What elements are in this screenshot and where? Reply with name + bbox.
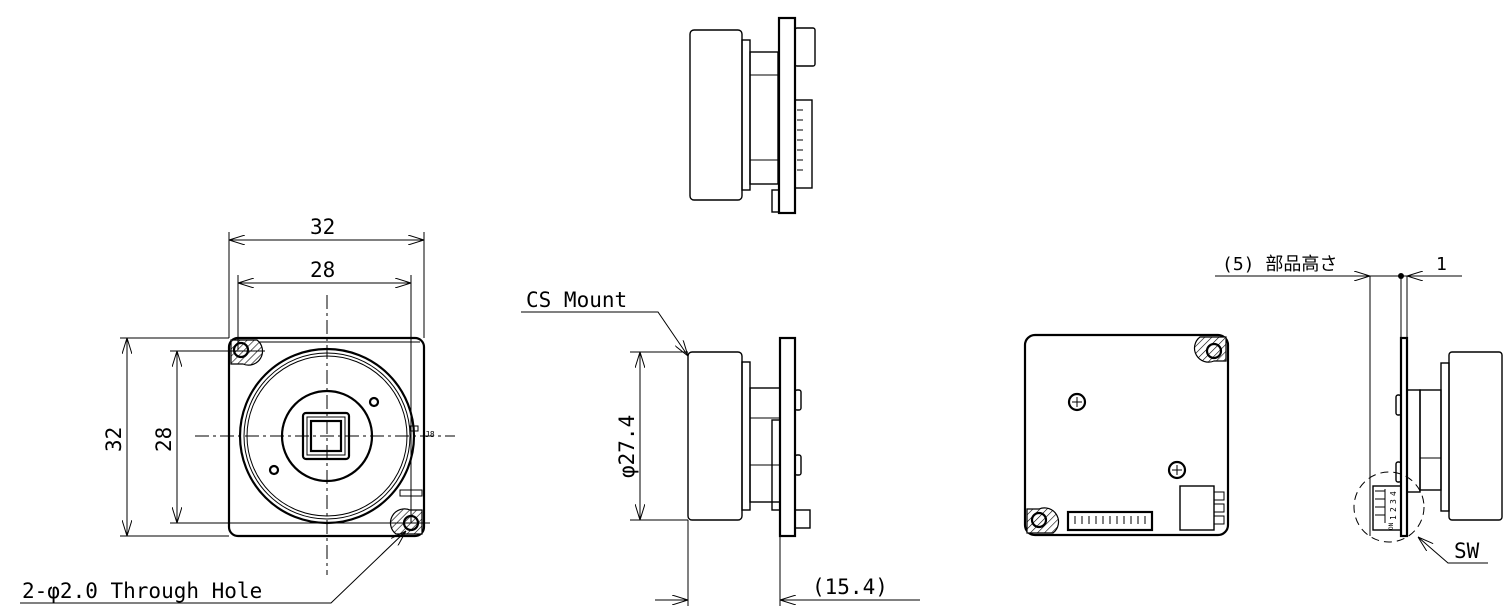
dim-width-inner: 28 <box>310 258 335 282</box>
connector-label: J8 <box>425 430 435 439</box>
right-side-view: (5) 部品高さ 1 1 2 3 4 ON SW <box>1215 254 1503 564</box>
dim-height-outer: 32 <box>102 427 126 452</box>
switch-label: SW <box>1454 539 1480 563</box>
svg-text:1: 1 <box>1389 515 1398 520</box>
switch-numbers: 1 2 3 4 ON <box>1388 491 1398 530</box>
front-view: J8 32 28 32 28 2-φ2.0 Through Hole <box>20 215 455 604</box>
svg-text:3: 3 <box>1389 499 1398 504</box>
side-view: CS Mount φ27.4 (15.4) <box>521 288 920 606</box>
svg-text:2: 2 <box>1389 507 1398 512</box>
svg-text:4: 4 <box>1389 491 1398 496</box>
dim-component-height: (5) 部品高さ <box>1222 254 1337 275</box>
dim-diameter: φ27.4 <box>615 415 639 478</box>
top-side-view <box>689 16 816 215</box>
back-view <box>1023 333 1230 537</box>
mount-label: CS Mount <box>526 288 627 312</box>
dim-width-outer: 32 <box>310 215 335 239</box>
dim-pcb-thickness: 1 <box>1436 254 1447 275</box>
dim-depth: (15.4) <box>812 575 888 599</box>
dim-height-inner: 28 <box>152 427 176 452</box>
svg-text:ON: ON <box>1388 522 1395 530</box>
hole-note: 2-φ2.0 Through Hole <box>22 579 262 603</box>
